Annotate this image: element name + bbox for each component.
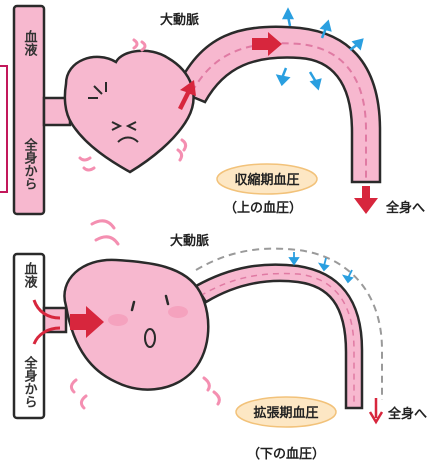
aorta-label-bottom: 大動脈 xyxy=(170,233,209,249)
out-label-top: 全身へ xyxy=(385,200,425,216)
heart-cheek-left xyxy=(108,314,128,326)
heart-contracted xyxy=(65,51,194,172)
left-border-bracket xyxy=(0,66,7,192)
phase-label-diastolic: 拡張期血圧 xyxy=(253,405,318,421)
out-label-bottom: 全身へ xyxy=(387,406,427,422)
vessel-label-from-body-top: 全身から xyxy=(22,137,39,190)
aorta-tube-top xyxy=(176,27,380,182)
phase-sub-diastolic: （下の血圧） xyxy=(247,446,325,462)
phase-sub-systolic: （上の血圧） xyxy=(224,200,302,216)
red-arrow-down-bottom xyxy=(370,398,382,422)
vessel-label-blood-top: 血液 xyxy=(22,29,38,57)
phase-label-systolic: 収縮期血圧 xyxy=(234,172,299,188)
aorta-label-top: 大動脈 xyxy=(160,12,199,28)
systolic-panel xyxy=(14,6,380,214)
vessel-label-from-body-bottom: 全身から xyxy=(22,355,39,408)
vessel-label-blood-bottom: 血液 xyxy=(22,261,38,289)
diastolic-panel xyxy=(14,221,382,427)
red-arrow-down-top xyxy=(354,186,378,214)
swoosh-top-left xyxy=(92,221,118,244)
heart-cheek-right xyxy=(168,306,188,318)
